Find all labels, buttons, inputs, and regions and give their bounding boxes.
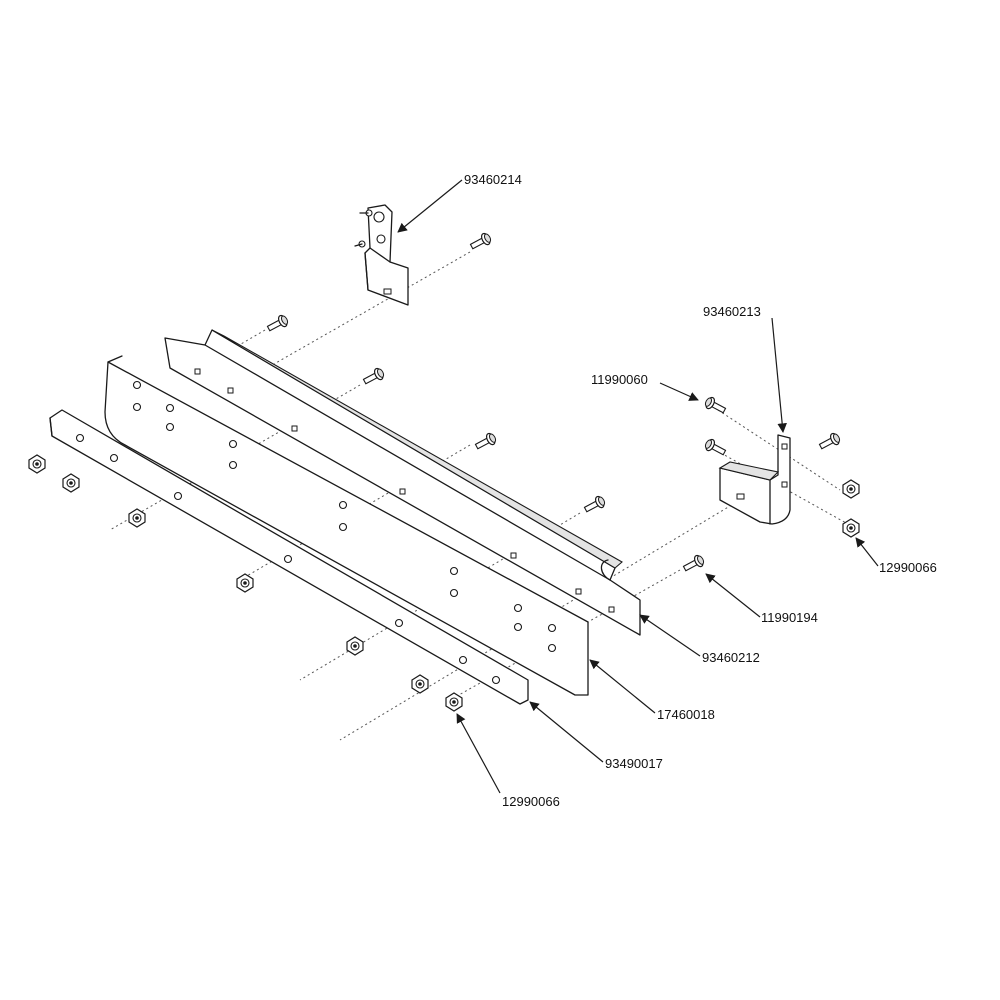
label-12990066-bottom: 12990066 bbox=[502, 794, 560, 809]
label-17460018: 17460018 bbox=[657, 707, 715, 722]
leader-lines bbox=[397, 179, 879, 794]
label-93460212: 93460212 bbox=[702, 650, 760, 665]
label-93460213: 93460213 bbox=[703, 304, 761, 319]
part-93490017-bar bbox=[49, 409, 529, 705]
label-11990194: 11990194 bbox=[761, 610, 818, 625]
part-93460212-rail bbox=[164, 329, 641, 636]
callout-labels: 93460214 93460213 11990060 12990066 1199… bbox=[464, 172, 937, 809]
part-93460213-bracket bbox=[718, 434, 791, 525]
part-17460018-plate bbox=[104, 355, 589, 696]
part-93460214-bracket bbox=[354, 204, 409, 306]
label-93460214: 93460214 bbox=[464, 172, 522, 187]
label-12990066-right: 12990066 bbox=[879, 560, 937, 575]
label-93490017: 93490017 bbox=[605, 756, 663, 771]
label-11990060: 11990060 bbox=[591, 372, 648, 387]
